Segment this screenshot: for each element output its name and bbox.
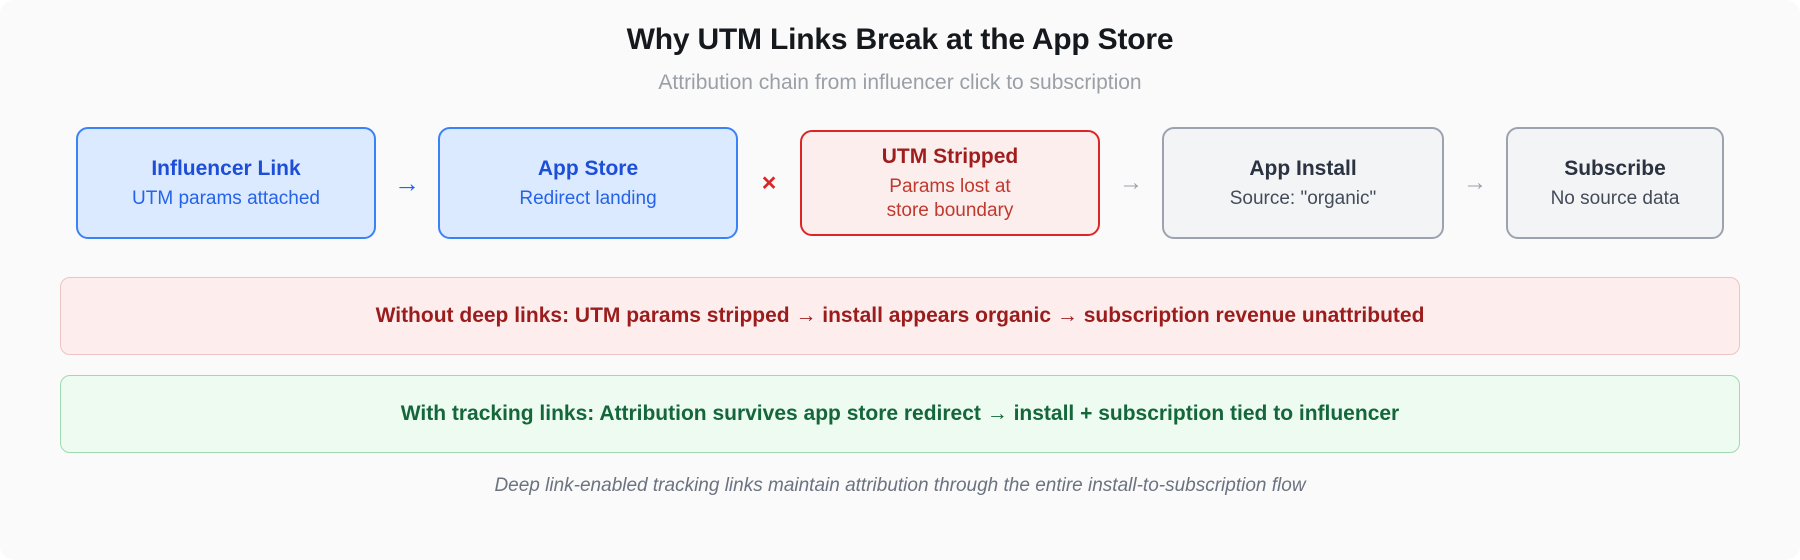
flow-node-app-store[interactable]: App Store Redirect landing [438,127,738,239]
arrow-right-icon: → [1119,169,1143,196]
node-subtitle: Params lost at store boundary [886,175,1014,221]
break-x-icon: × [761,168,777,197]
flow-node-app-install[interactable]: App Install Source: "organic" [1162,127,1444,239]
attribution-flow: Influencer Link UTM params attached → Ap… [60,127,1740,239]
node-subtitle: No source data [1550,187,1680,209]
page-subtitle: Attribution chain from influencer click … [658,71,1142,94]
node-title: Subscribe [1564,156,1666,180]
arrow-right-icon: → [394,168,420,198]
node-title: UTM Stripped [881,144,1019,168]
footer-caption: Deep link-enabled tracking links maintai… [494,475,1306,496]
arrow-right-icon: → [1463,169,1487,196]
page-title: Why UTM Links Break at the App Store [626,23,1174,56]
node-title: Influencer Link [151,156,301,180]
flow-node-influencer-link[interactable]: Influencer Link UTM params attached [76,127,376,239]
success-banner: With tracking links: Attribution survive… [60,375,1740,453]
node-subtitle: Redirect landing [519,187,657,209]
node-title: App Store [537,156,639,180]
node-subtitle: UTM params attached [132,187,320,209]
flow-node-subscribe[interactable]: Subscribe No source data [1506,127,1724,239]
failure-banner: Without deep links: UTM params stripped … [60,277,1740,355]
node-subtitle: Source: "organic" [1229,187,1377,209]
flow-node-utm-stripped[interactable]: UTM Stripped Params lost at store bounda… [800,130,1100,236]
node-title: App Install [1249,156,1357,180]
